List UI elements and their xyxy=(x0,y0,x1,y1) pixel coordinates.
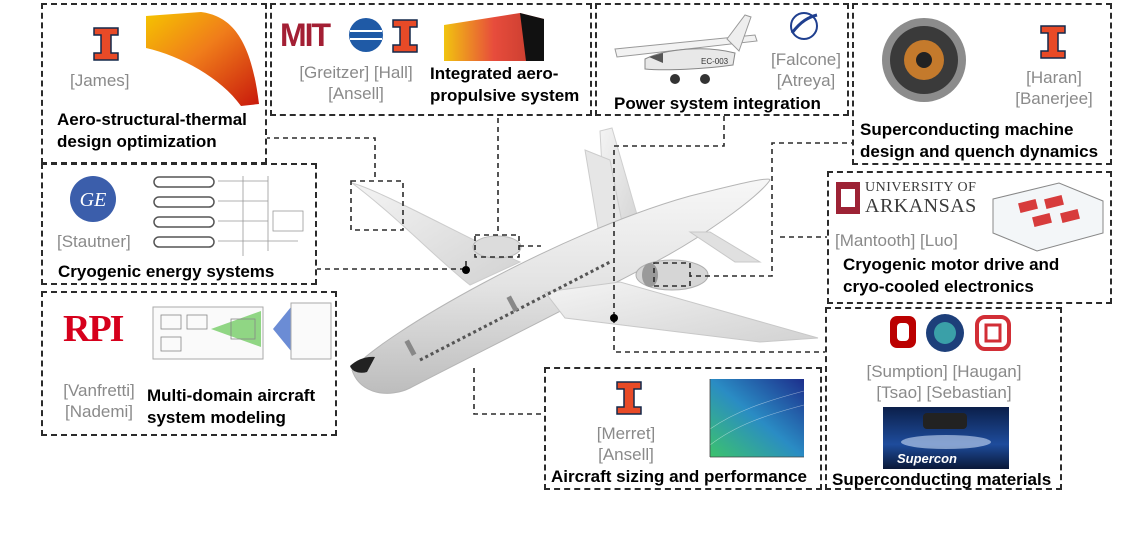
box-title: Integrated aero- propulsive system xyxy=(430,64,580,105)
researcher-names: [Haran] [Banerjee] xyxy=(1015,68,1093,108)
svg-text:GE: GE xyxy=(80,189,107,211)
wing-contour-figure xyxy=(146,12,259,106)
box-title: Power system integration xyxy=(614,94,821,113)
performance-contour-plot xyxy=(709,379,805,458)
aero-propulsive-box: MIT [Greitzer] [Hall] [Ansell] Integrate… xyxy=(270,3,592,116)
multi-domain-box: RPI [Vanfretti] [Nademi] Multi-domain ai… xyxy=(41,291,337,436)
mit-logo: MIT xyxy=(280,17,331,53)
far-wing xyxy=(351,182,522,286)
researcher-names: [Stautner] xyxy=(57,232,131,251)
cryogenic-schematic-figure xyxy=(153,176,304,256)
system-model-figure xyxy=(152,302,332,360)
aero-propulsive-figure xyxy=(444,13,544,61)
machine-render-figure xyxy=(882,18,966,102)
power-system-box: EC-003 [Falcone] [Atreya] Power system i… xyxy=(595,3,849,116)
illinois-logo-icon xyxy=(1040,25,1066,59)
researcher-names: [Sumption] [Haugan] [Tsao] [Sebastian] xyxy=(866,362,1022,402)
agency-logo-icon xyxy=(790,12,818,40)
box-title: Aircraft sizing and performance xyxy=(551,467,808,486)
cryogenic-energy-box: GE [Stautner] Cryogenic energy systems xyxy=(41,163,317,285)
arkansas-seal-icon xyxy=(836,182,860,214)
researcher-names: [Merret] [Ansell] xyxy=(596,424,656,464)
box-title: Aero-structural-thermal design optimizat… xyxy=(57,110,247,151)
box-title: Superconducting materials xyxy=(832,470,1052,489)
box-title: Multi-domain aircraft system modeling xyxy=(147,386,316,427)
illinois-logo-icon xyxy=(93,27,119,61)
fuselage xyxy=(351,178,771,394)
research-lab-logo-icon xyxy=(926,314,964,352)
rpi-logo: RPI xyxy=(63,308,124,350)
researcher-names: [Greitzer] [Hall] [Ansell] xyxy=(299,63,413,103)
cockpit-window xyxy=(350,356,375,373)
researcher-names: [James] xyxy=(70,71,130,90)
box-title: Cryogenic motor drive and cryo-cooled el… xyxy=(843,255,1060,296)
superconducting-machine-box: [Haran] [Banerjee] Superconducting machi… xyxy=(852,3,1112,165)
ge-logo-icon: GE xyxy=(70,176,116,222)
globe-logo-icon xyxy=(349,18,383,52)
svg-text:EC-003: EC-003 xyxy=(701,57,729,66)
university-logo-icon xyxy=(975,315,1011,351)
aircraft-sizing-box: [Merret] [Ansell] Aircraft sizing and pe… xyxy=(544,367,822,490)
aero-structural-box: [James] Aero-structural-thermal design o… xyxy=(41,3,267,164)
electronics-enclosure-figure xyxy=(992,182,1104,252)
researcher-names: [Mantooth] [Luo] xyxy=(835,231,958,250)
electric-aircraft-photo: EC-003 xyxy=(614,14,758,84)
box-title: Superconducting machine design and quenc… xyxy=(860,120,1099,161)
researcher-names: [Vanfretti] [Nademi] xyxy=(63,381,135,421)
near-stabilizer xyxy=(688,231,762,263)
far-engine xyxy=(472,235,522,259)
box-title: Cryogenic energy systems xyxy=(58,262,275,281)
researcher-names: [Falcone] [Atreya] xyxy=(771,50,841,90)
illinois-logo-icon xyxy=(616,381,642,415)
arkansas-logo-text: UNIVERSITY OF ARKANSAS xyxy=(865,180,977,217)
illinois-logo-icon xyxy=(392,19,418,53)
photo-label: Supercon xyxy=(897,451,957,466)
levitation-photo: Supercon xyxy=(883,407,1009,469)
superconducting-materials-box: [Sumption] [Haugan] [Tsao] [Sebastian] S… xyxy=(825,307,1062,490)
ohio-state-logo-icon xyxy=(890,316,916,348)
cryogenic-motor-box: UNIVERSITY OF ARKANSAS [Mantooth] [Luo] … xyxy=(827,171,1112,304)
